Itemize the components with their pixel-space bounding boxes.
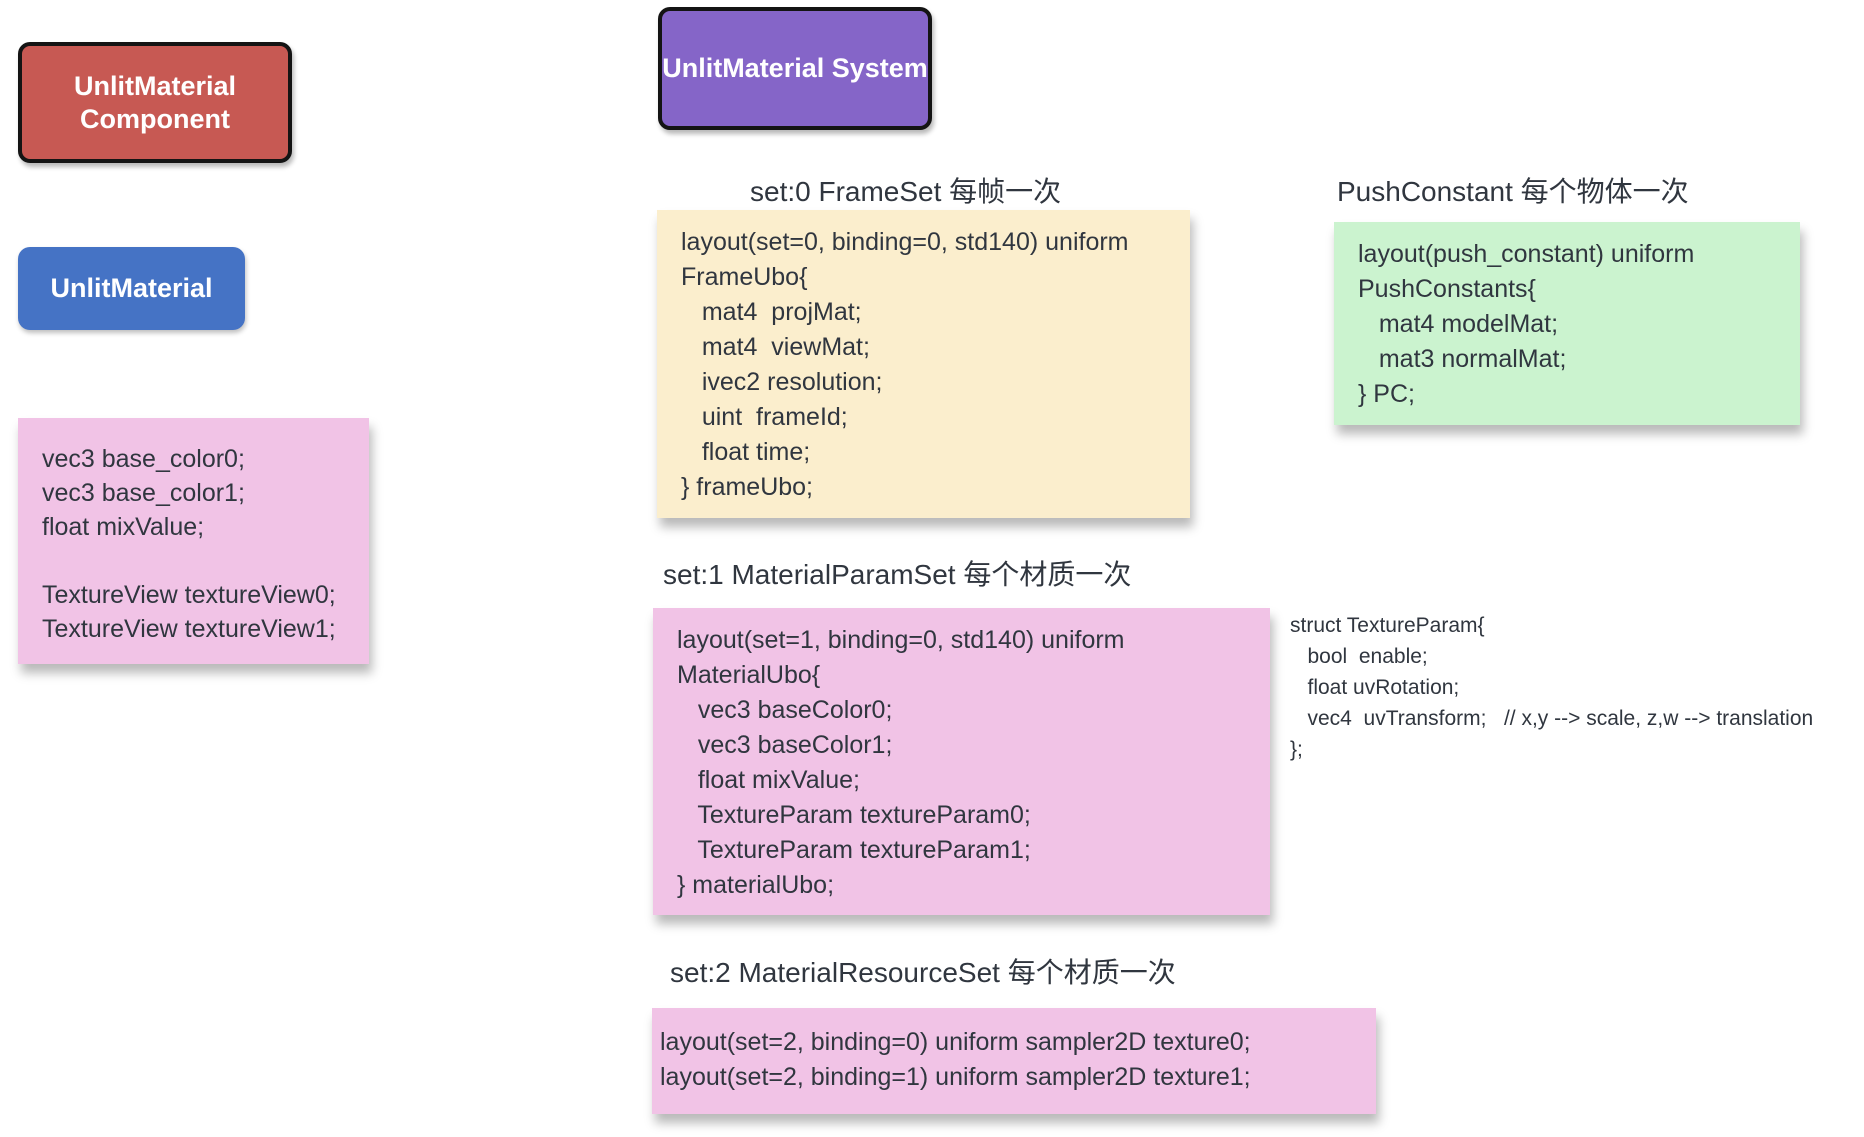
frame-set-box: layout(set=0, binding=0, std140) uniform… xyxy=(657,210,1190,518)
unlit-material-component-label: UnlitMaterial Component xyxy=(73,71,237,134)
material-fields-code: vec3 base_color0; vec3 base_color1; floa… xyxy=(42,445,336,643)
texture-param-struct-block: struct TextureParam{ bool enable; float … xyxy=(1290,610,1813,765)
material-ubo-code: layout(set=1, binding=0, std140) uniform… xyxy=(677,626,1125,899)
unlit-material-label: UnlitMaterial xyxy=(50,273,213,304)
unlit-material-system-node: UnlitMaterial System xyxy=(658,7,932,130)
material-resource-set-box: layout(set=2, binding=0) uniform sampler… xyxy=(652,1008,1376,1114)
material-param-set-heading: set:1 MaterialParamSet 每个材质一次 xyxy=(663,559,1132,590)
unlit-material-node: UnlitMaterial xyxy=(18,247,245,330)
unlit-material-component-node: UnlitMaterial Component xyxy=(18,42,292,163)
push-constants-code: layout(push_constant) uniform PushConsta… xyxy=(1358,240,1695,408)
frame-set-heading: set:0 FrameSet 每帧一次 xyxy=(750,176,1062,207)
unlit-material-system-label: UnlitMaterial System xyxy=(662,53,928,84)
material-param-set-box: layout(set=1, binding=0, std140) uniform… xyxy=(653,608,1270,915)
frame-ubo-code: layout(set=0, binding=0, std140) uniform… xyxy=(681,228,1129,501)
sampler-bindings-code: layout(set=2, binding=0) uniform sampler… xyxy=(660,1028,1251,1091)
push-constant-heading: PushConstant 每个物体一次 xyxy=(1337,176,1689,207)
texture-param-struct-code: struct TextureParam{ bool enable; float … xyxy=(1290,614,1814,761)
material-resource-set-heading: set:2 MaterialResourceSet 每个材质一次 xyxy=(670,957,1176,988)
push-constant-box: layout(push_constant) uniform PushConsta… xyxy=(1334,222,1800,425)
material-fields-box: vec3 base_color0; vec3 base_color1; floa… xyxy=(18,418,369,664)
